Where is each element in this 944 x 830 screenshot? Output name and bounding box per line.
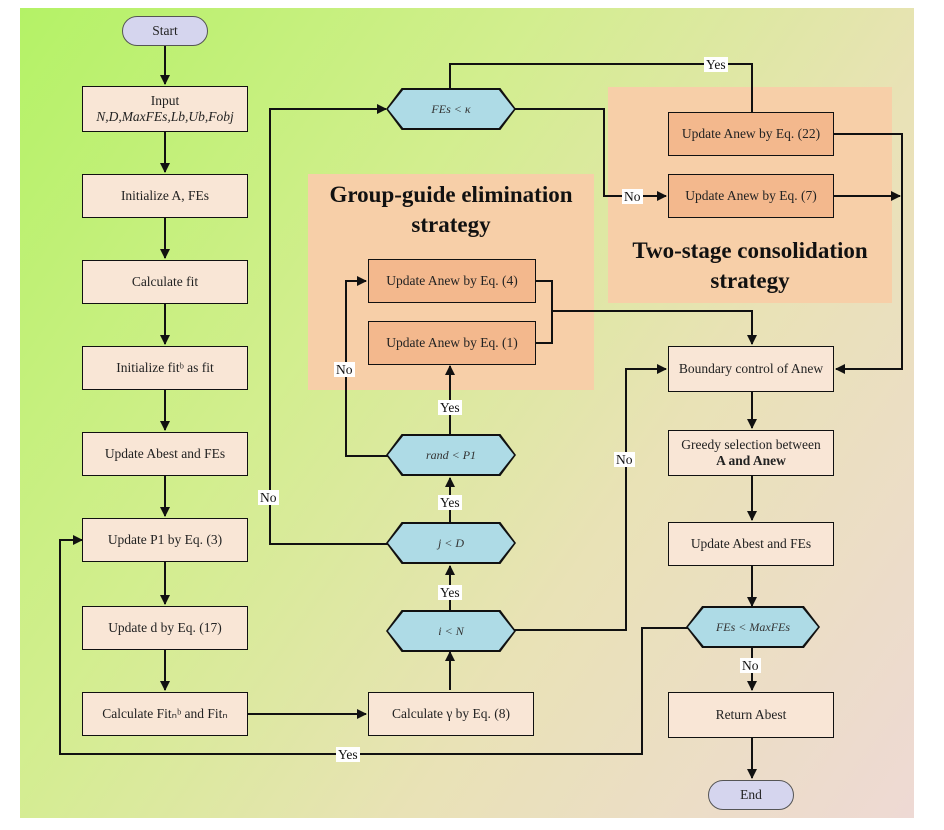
calc-gamma-box: Calculate γ by Eq. (8) bbox=[368, 692, 534, 736]
update-anew-eq7-box: Update Anew by Eq. (7) bbox=[668, 174, 834, 218]
greedy-selection-box: Greedy selection between A and Anew bbox=[668, 430, 834, 476]
edge-fes-eq7-no bbox=[514, 108, 667, 201]
fes-lt-maxfes-label: FEs < MaxFEs bbox=[688, 608, 818, 646]
end-terminal: End bbox=[708, 780, 794, 810]
input-label: Input bbox=[150, 93, 180, 108]
update-anew-eq22-box: Update Anew by Eq. (22) bbox=[668, 112, 834, 156]
update-d-box: Update d by Eq. (17) bbox=[82, 606, 248, 650]
update-anew-eq1-box: Update Anew by Eq. (1) bbox=[368, 321, 536, 365]
two-stage-title: Two-stage consolidation strategy bbox=[632, 238, 868, 293]
greedy-line2: A and Anew bbox=[716, 453, 786, 468]
greedy-line1: Greedy selection between bbox=[681, 437, 821, 452]
label-no-rand: No bbox=[334, 362, 355, 377]
start-terminal: Start bbox=[122, 16, 208, 46]
label-yes-rand: Yes bbox=[438, 400, 462, 415]
rand-lt-p1-label: rand < P1 bbox=[388, 436, 514, 474]
label-yes-maxfes: Yes bbox=[336, 747, 360, 762]
fes-lt-kappa-decision: FEs < κ bbox=[386, 88, 516, 130]
edge-i-boundary-no bbox=[514, 364, 667, 631]
update-abest2-box: Update Abest and FEs bbox=[668, 522, 834, 566]
j-lt-d-decision: j < D bbox=[386, 522, 516, 564]
label-no-j: No bbox=[258, 490, 279, 505]
edge-merge-boundary bbox=[552, 310, 757, 345]
group-guide-title: Group-guide elimination strategy bbox=[329, 182, 573, 237]
j-lt-d-label: j < D bbox=[388, 524, 514, 562]
calc-fitn-box: Calculate Fitₙᵇ and Fitₙ bbox=[82, 692, 248, 736]
label-yes-kappa: Yes bbox=[704, 57, 728, 72]
label-no-kappa: No bbox=[622, 189, 643, 204]
input-box: Input N,D,MaxFEs,Lb,Ub,Fobj bbox=[82, 86, 248, 132]
edge-eq1-merge bbox=[536, 311, 553, 344]
init-a-box: Initialize A, FEs bbox=[82, 174, 248, 218]
edge-fes-eq22-yes bbox=[449, 63, 757, 127]
label-no-i: No bbox=[614, 452, 635, 467]
update-abest-box: Update Abest and FEs bbox=[82, 432, 248, 476]
calc-fit-box: Calculate fit bbox=[82, 260, 248, 304]
fes-lt-maxfes-decision: FEs < MaxFEs bbox=[686, 606, 820, 648]
label-no-maxfes: No bbox=[740, 658, 761, 673]
return-abest-box: Return Abest bbox=[668, 692, 834, 738]
fes-lt-kappa-label: FEs < κ bbox=[388, 90, 514, 128]
edge-eq4-merge bbox=[536, 280, 553, 311]
label-yes-j: Yes bbox=[438, 495, 462, 510]
update-p1-box: Update P1 by Eq. (3) bbox=[82, 518, 248, 562]
init-fitb-box: Initialize fitᵇ as fit bbox=[82, 346, 248, 390]
i-lt-n-decision: i < N bbox=[386, 610, 516, 652]
boundary-control-box: Boundary control of Anew bbox=[668, 346, 834, 392]
update-anew-eq4-box: Update Anew by Eq. (4) bbox=[368, 259, 536, 303]
label-yes-i: Yes bbox=[438, 585, 462, 600]
edge-j-fes-no bbox=[269, 104, 388, 545]
i-lt-n-label: i < N bbox=[388, 612, 514, 650]
edge-eq22-boundary bbox=[834, 133, 903, 374]
input-params: N,D,MaxFEs,Lb,Ub,Fobj bbox=[96, 109, 234, 124]
rand-lt-p1-decision: rand < P1 bbox=[386, 434, 516, 476]
